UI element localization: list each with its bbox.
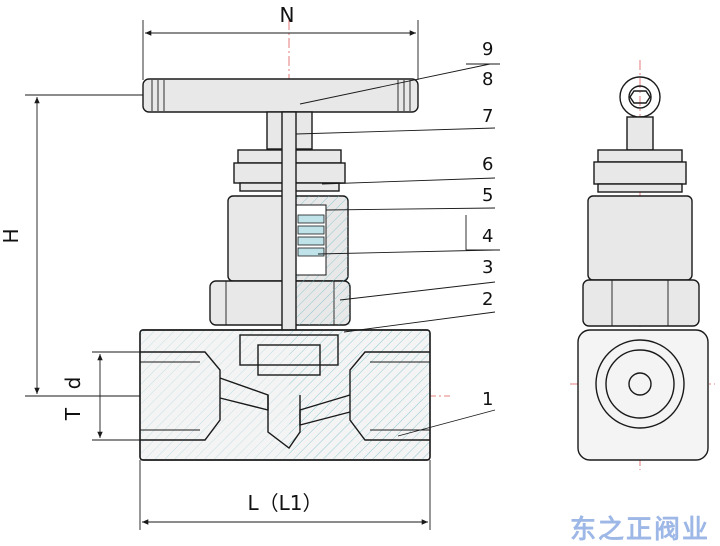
part-leaders bbox=[295, 63, 500, 437]
valve-body bbox=[139, 329, 431, 461]
part-label-6: 6 bbox=[482, 154, 493, 175]
dimension-l-label: L（L1） bbox=[247, 491, 322, 515]
part-label-4: 4 bbox=[482, 226, 493, 247]
part-label-9: 9 bbox=[482, 39, 493, 60]
handle-bar bbox=[142, 78, 419, 113]
dimension-t-d bbox=[92, 351, 140, 441]
part-label-7: 7 bbox=[482, 106, 493, 127]
valve-front-view bbox=[139, 78, 431, 461]
section-hatch bbox=[289, 196, 350, 325]
valve-side-view bbox=[577, 76, 709, 461]
watermark-text: 东之正阀业 bbox=[570, 514, 710, 545]
part-label-2: 2 bbox=[482, 289, 493, 310]
dimension-h bbox=[25, 94, 143, 397]
dimension-d-label: d bbox=[61, 377, 85, 390]
dimension-n-label: N bbox=[280, 3, 295, 27]
dimension-h-label: H bbox=[0, 228, 23, 243]
part-label-1: 1 bbox=[482, 389, 493, 410]
part-label-3: 3 bbox=[482, 257, 493, 278]
part-labels: 9 8 7 6 5 4 3 2 1 bbox=[482, 39, 493, 410]
part-label-8: 8 bbox=[482, 69, 493, 90]
dimension-n bbox=[142, 20, 419, 80]
dimension-t-label: T bbox=[61, 407, 85, 421]
dimension-l bbox=[139, 460, 431, 530]
part-label-5: 5 bbox=[482, 185, 493, 206]
